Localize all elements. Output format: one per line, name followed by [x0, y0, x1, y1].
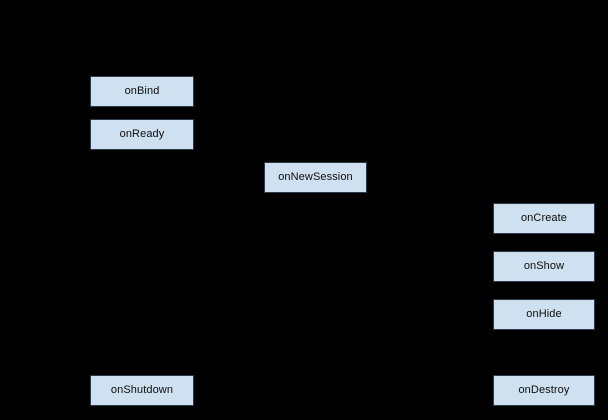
- node-on-create[interactable]: onCreate: [493, 203, 595, 234]
- node-on-shutdown[interactable]: onShutdown: [90, 375, 194, 406]
- node-on-ready[interactable]: onReady: [90, 119, 194, 150]
- node-on-new-session[interactable]: onNewSession: [264, 162, 367, 193]
- lifeline-middle: [315, 193, 316, 375]
- node-on-bind[interactable]: onBind: [90, 76, 194, 107]
- node-on-destroy[interactable]: onDestroy: [493, 375, 595, 406]
- node-on-show[interactable]: onShow: [493, 251, 595, 282]
- node-on-hide[interactable]: onHide: [493, 299, 595, 330]
